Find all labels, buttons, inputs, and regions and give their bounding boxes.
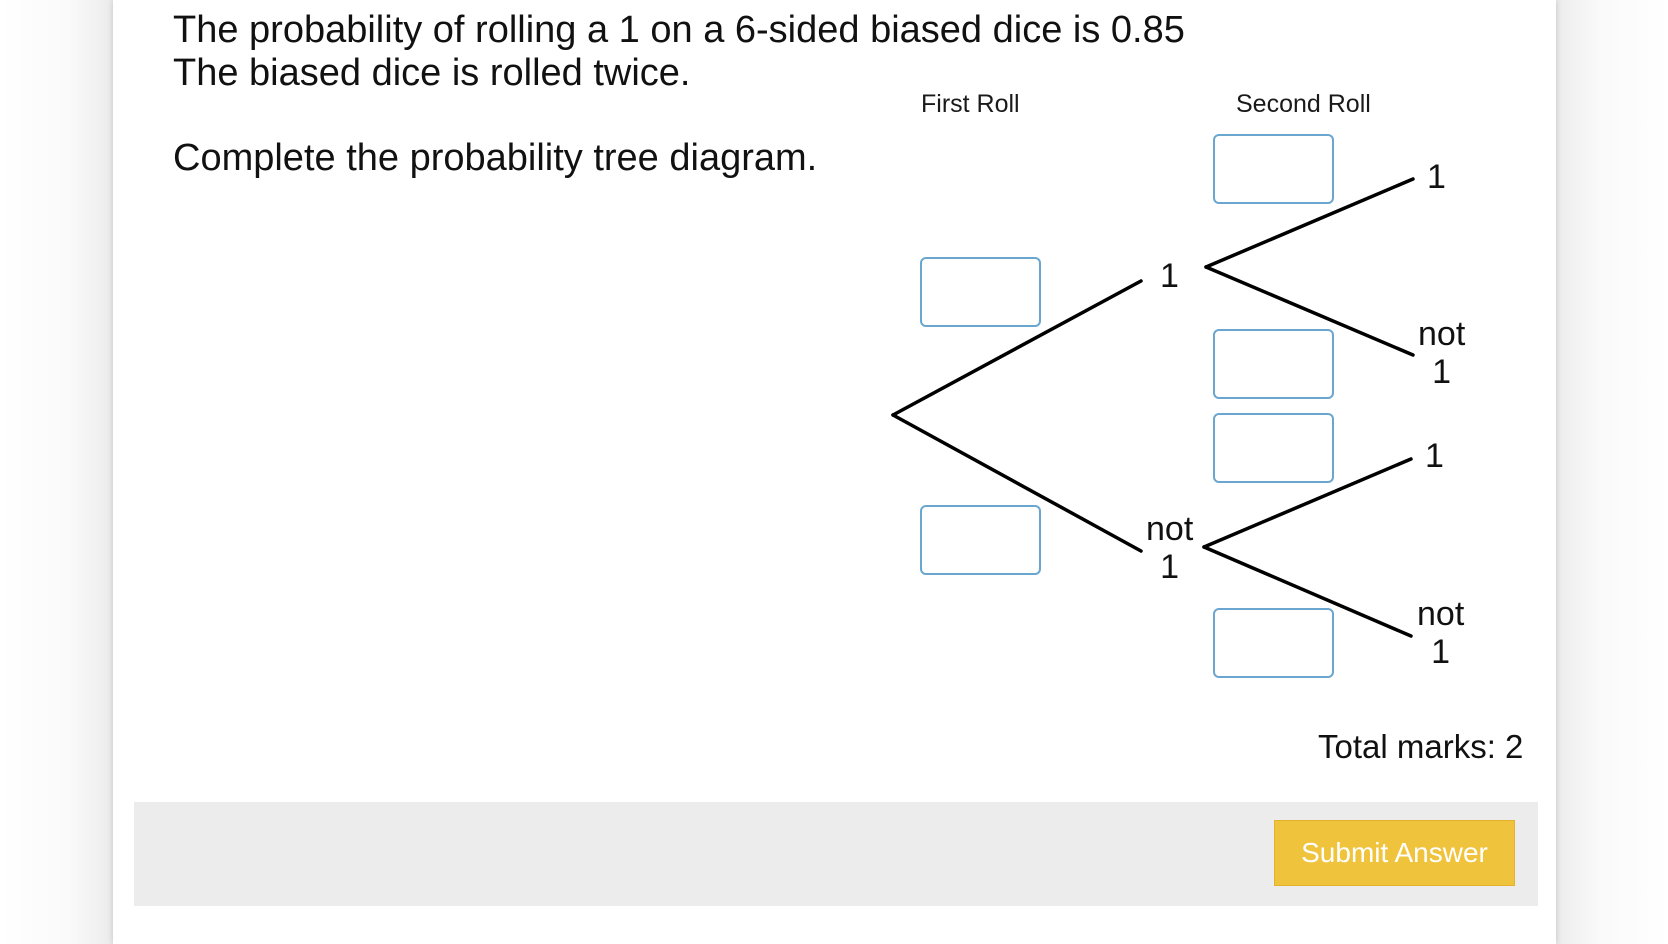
second-roll-not1-1-prob-input[interactable] bbox=[1213, 413, 1334, 483]
first-roll-1-prob-input[interactable] bbox=[920, 257, 1041, 327]
question-line-1: The probability of rolling a 1 on a 6-si… bbox=[173, 9, 1185, 51]
right-gutter bbox=[1556, 0, 1668, 944]
submit-answer-button[interactable]: Submit Answer bbox=[1274, 820, 1515, 886]
label-line: 1 bbox=[1160, 548, 1180, 586]
label-line: 1 bbox=[1431, 633, 1451, 671]
branch-second-1-1 bbox=[1204, 177, 1415, 269]
second-roll-1-not-1-prob-input[interactable] bbox=[1213, 329, 1334, 399]
left-gutter bbox=[0, 0, 113, 944]
question-line-2: The biased dice is rolled twice. bbox=[173, 52, 691, 94]
label-line: 1 bbox=[1432, 353, 1452, 391]
branch-first-not-1 bbox=[891, 413, 1143, 553]
second-roll-heading: Second Roll bbox=[1236, 90, 1371, 118]
first-roll-label-not-1: not 1 bbox=[1146, 510, 1193, 586]
label-line: not bbox=[1146, 510, 1194, 548]
label-line: not bbox=[1417, 595, 1465, 633]
branch-second-not1-1 bbox=[1202, 457, 1413, 549]
question-instruction: Complete the probability tree diagram. bbox=[173, 137, 818, 179]
second-roll-1-1-prob-input[interactable] bbox=[1213, 134, 1334, 204]
label-line: 1 bbox=[1160, 257, 1179, 295]
second-roll-label-not1-not-1: not 1 bbox=[1417, 595, 1464, 671]
branch-first-1 bbox=[891, 279, 1143, 417]
second-roll-label-1-1: 1 bbox=[1427, 158, 1446, 196]
branch-second-1-not-1 bbox=[1204, 265, 1415, 357]
label-line: 1 bbox=[1427, 158, 1446, 196]
label-line: not bbox=[1418, 315, 1466, 353]
first-roll-heading: First Roll bbox=[921, 90, 1020, 118]
label-line: 1 bbox=[1425, 437, 1444, 475]
total-marks: Total marks: 2 bbox=[1318, 728, 1524, 765]
second-roll-label-not1-1: 1 bbox=[1425, 437, 1444, 475]
first-roll-label-1: 1 bbox=[1160, 257, 1179, 295]
second-roll-label-1-not-1: not 1 bbox=[1418, 315, 1465, 391]
second-roll-not1-not-1-prob-input[interactable] bbox=[1213, 608, 1334, 678]
branch-second-not1-not-1 bbox=[1202, 545, 1413, 638]
first-roll-not-1-prob-input[interactable] bbox=[920, 505, 1041, 575]
